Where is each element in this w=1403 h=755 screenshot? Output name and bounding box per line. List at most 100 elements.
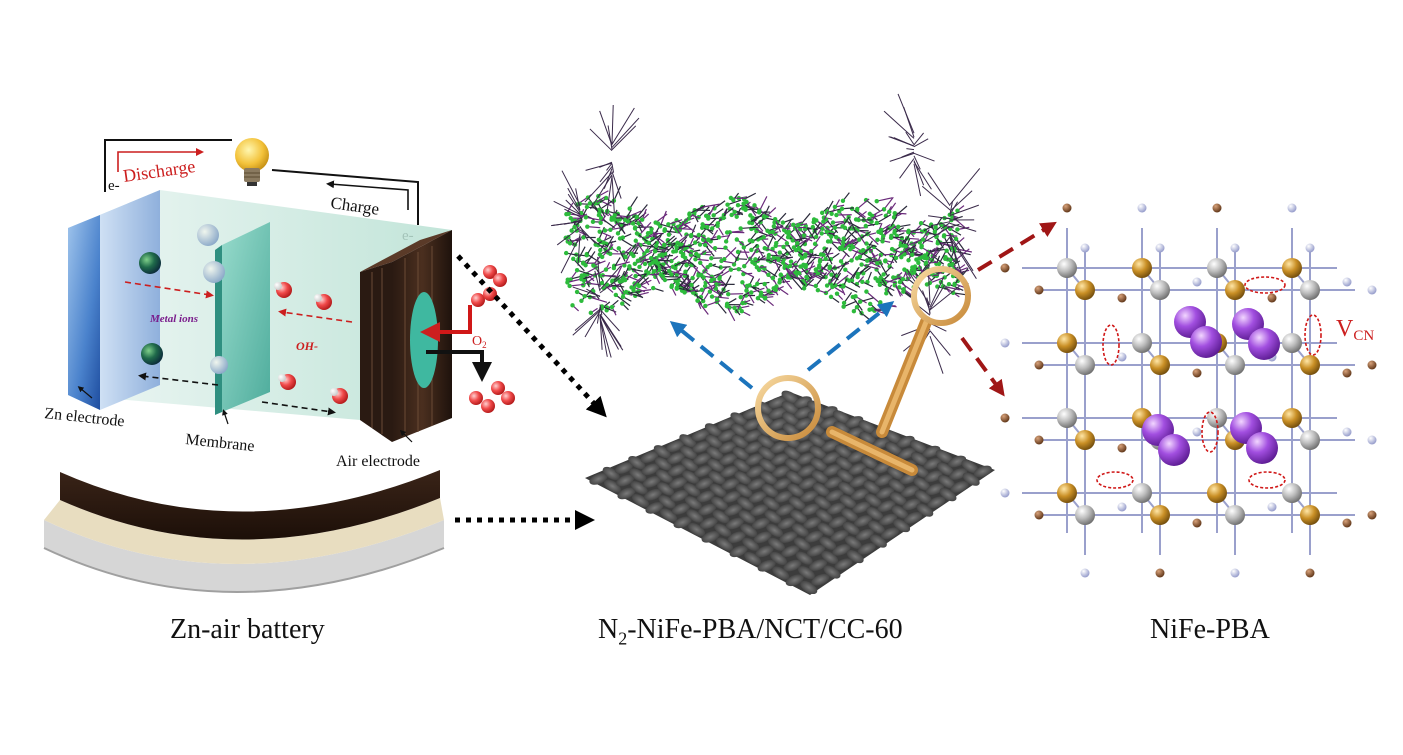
nanotube-strand xyxy=(590,174,613,210)
nanotube-atom xyxy=(821,219,826,224)
cloth-fiber xyxy=(757,434,775,449)
cloth-fiber xyxy=(828,516,847,528)
nife-pba-lattice xyxy=(1000,203,1377,578)
cloth-fiber xyxy=(658,495,676,509)
cloth-fiber xyxy=(858,420,876,434)
cloth-fiber xyxy=(819,406,838,418)
nanotube-atom xyxy=(732,209,737,215)
nanotube-atom xyxy=(786,229,792,235)
nanotube-atom xyxy=(813,234,819,240)
nanotube-atom xyxy=(601,240,606,245)
nanotube-strand xyxy=(851,208,865,219)
nanotube-strand xyxy=(725,247,738,260)
nanotube-atom xyxy=(725,202,730,207)
nanotube-atom xyxy=(898,243,903,248)
nanotube-strand xyxy=(810,222,821,237)
nanotube-strand xyxy=(949,201,954,215)
nanotube-atom xyxy=(892,210,897,216)
nanotube-strand xyxy=(674,267,686,283)
cn-vacancy xyxy=(1201,411,1219,453)
oxygen-molecule xyxy=(469,391,495,413)
ni-atom xyxy=(1225,280,1245,300)
nanotube-atom xyxy=(791,222,796,228)
cloth-fiber xyxy=(839,494,857,509)
cloth-fiber xyxy=(768,407,787,420)
lattice-atom-small xyxy=(1367,360,1377,370)
nanotube-strand xyxy=(599,200,613,211)
cloth-fiber xyxy=(854,515,873,527)
cloth-fiber xyxy=(877,500,896,512)
nanotube-atom xyxy=(841,300,847,306)
nanotube-atom xyxy=(636,283,642,288)
nanotube-strand xyxy=(677,233,689,244)
nanotube-strand xyxy=(893,205,908,218)
nanotube-atom xyxy=(772,216,778,222)
nanotube-strand xyxy=(807,271,822,280)
nanotube-strand xyxy=(889,216,898,229)
lattice-atom-small xyxy=(1117,443,1127,453)
cloth-fiber xyxy=(758,446,776,460)
nanotube-atom xyxy=(597,207,602,212)
cloth-fiber xyxy=(748,491,767,503)
nanotube-atom xyxy=(900,276,906,282)
nanotube-strand xyxy=(625,274,640,282)
nanotube-atom xyxy=(596,212,602,218)
air-electrode-pointer xyxy=(399,429,413,443)
nanotube-strand xyxy=(586,288,601,298)
nanotube-atom xyxy=(912,267,917,273)
nanotube-strand xyxy=(601,243,614,258)
nanotube-atom xyxy=(608,245,614,251)
nanotube-strand xyxy=(827,221,845,229)
nanotube-atom xyxy=(622,263,627,268)
nanotube-atom xyxy=(583,215,588,220)
nanotube-strand xyxy=(653,271,661,284)
lattice-atom-small xyxy=(1000,488,1010,498)
nanotube-atom xyxy=(849,206,855,211)
nanotube-strand xyxy=(597,256,601,288)
nanotube-strand xyxy=(704,244,715,257)
nanotube-atom xyxy=(809,248,814,254)
nanotube-atom xyxy=(785,235,791,240)
nanotube-atom xyxy=(920,237,926,242)
nanotube-strand xyxy=(889,152,915,162)
nanotube-atom xyxy=(728,267,734,272)
nanotube-atom xyxy=(683,269,688,274)
nanotube-strand xyxy=(659,255,672,270)
cloth-fiber xyxy=(781,401,799,415)
hydroxide-ion xyxy=(314,294,332,310)
cloth-fiber xyxy=(902,498,921,511)
nanotube-strand xyxy=(716,301,727,314)
nanotube-atom xyxy=(878,252,884,258)
nanotube-atom xyxy=(830,284,835,290)
nanotube-atom xyxy=(721,215,726,221)
cloth-fiber xyxy=(686,509,704,523)
cloth-fiber xyxy=(679,434,697,448)
zn-electrode-label: Zn electrode xyxy=(44,405,126,430)
nanotube-atom xyxy=(736,267,741,272)
nanotube-atom xyxy=(837,209,842,214)
nanotube-atom xyxy=(813,283,819,289)
nanotube-strand xyxy=(627,219,644,227)
nanotube-atom xyxy=(662,228,667,233)
nanotube-strand xyxy=(680,239,687,253)
nanotube-atom xyxy=(828,294,834,300)
nanotube-strand xyxy=(913,155,921,170)
nanotube-strand xyxy=(611,280,624,295)
nanotube-atom xyxy=(762,281,767,287)
nanotube-atom xyxy=(723,245,728,250)
nanotube-strand xyxy=(561,170,581,206)
nanotube-atom xyxy=(612,217,617,222)
nanotube-strand xyxy=(895,246,910,259)
cloth-fiber xyxy=(850,488,869,501)
vcn-label: VCN xyxy=(1336,316,1374,344)
nanotube-atom xyxy=(590,219,596,225)
metal-ions-label: Metal ions xyxy=(149,313,198,325)
nanotube-strand xyxy=(604,227,621,232)
cloth-fiber xyxy=(766,523,784,537)
lattice-atom-small xyxy=(1000,263,1010,273)
nanotube-strand xyxy=(575,188,581,211)
nanotube-strand xyxy=(949,237,964,280)
cloth-fiber xyxy=(808,433,826,448)
nanotube-atom xyxy=(584,204,590,210)
nanotube-atom xyxy=(579,298,584,303)
